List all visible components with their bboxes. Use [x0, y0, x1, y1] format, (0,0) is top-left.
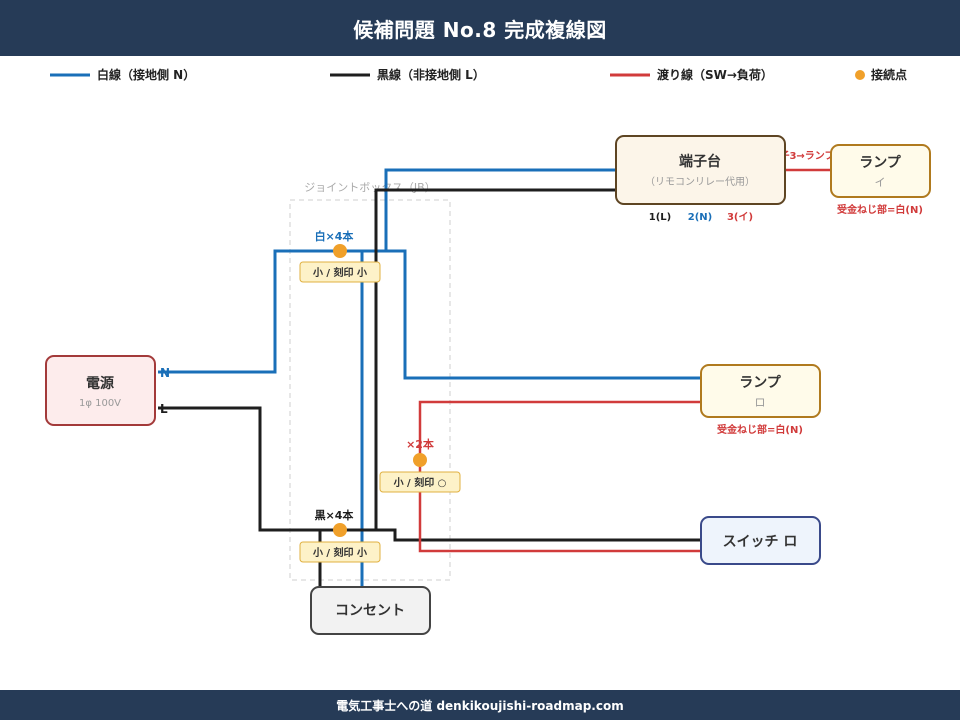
power-source-title: 電源 [86, 375, 114, 392]
black-wires [158, 188, 701, 620]
black-wire-switch [340, 528, 701, 542]
legend-red-label: 渡り線（SW→負荷） [657, 67, 773, 82]
outlet [310, 586, 431, 635]
red-wires [418, 168, 831, 553]
lamp-i [830, 144, 931, 198]
red-connection-dot [413, 453, 427, 467]
terminal-title: 端子台 [679, 153, 721, 170]
white-sleeve-badge [299, 261, 381, 283]
terminal-block [615, 135, 786, 205]
lamp-ro-title: ランプ [739, 375, 782, 391]
red-sleeve-label: 小 / 刻印 ○ [393, 476, 447, 489]
white-connection-count: 白×4本 [315, 229, 354, 243]
switch-ro-title: スイッチ ロ [723, 534, 798, 550]
lamp-i-title: ランプ [859, 155, 902, 171]
black-connection-count: 黒×4本 [315, 508, 354, 522]
white-wire-power [158, 249, 340, 374]
legend-black-label: 黒線（非接地側 L） [377, 67, 485, 82]
red-sleeve-badge [379, 471, 461, 493]
footer: 電気工事士への道 denkikoujishi-roadmap.com [0, 690, 960, 720]
red-wire-lamp-ro [418, 400, 701, 460]
lamp-i-sub: イ [875, 176, 886, 189]
black-sleeve-badge [299, 541, 381, 563]
power-n-label: N [160, 366, 170, 380]
black-wire-power [158, 406, 340, 532]
lamp-ro-note: 受金ねじ部=白(N) [717, 423, 803, 436]
legend-dot-icon [855, 70, 865, 80]
wire-note: 端子3→ランプイ [769, 149, 844, 162]
page-title: 候補問題 No.8 完成複線図 [0, 0, 960, 56]
power-l-label: L [160, 402, 168, 416]
white-wire-lamp-ro [340, 249, 701, 380]
power-source [45, 355, 156, 426]
lamp-ro [700, 364, 821, 418]
red-connection-count: ×2本 [406, 437, 434, 451]
white-connection-dot [333, 244, 347, 258]
white-sleeve-label: 小 / 刻印 小 [312, 266, 367, 279]
black-connection-dot [333, 523, 347, 537]
red-wire-switch [418, 460, 701, 553]
terminal-1-label: 1(L) [649, 212, 671, 223]
terminal-2-label: 2(N) [688, 212, 712, 223]
power-source-sub: 1φ 100V [79, 398, 121, 409]
lamp-ro-sub: ロ [755, 396, 766, 409]
lamp-i-note: 受金ねじ部=白(N) [837, 203, 923, 216]
junction-box-label: ジョイントボックス（JB） [304, 181, 435, 194]
junction-box [289, 199, 451, 581]
terminal-3-label: 3(イ) [727, 211, 753, 223]
terminal-sub: （リモコンリレー代用） [645, 176, 755, 188]
outlet-title: コンセント [335, 603, 405, 619]
legend: 白線（接地側 N） 黒線（非接地側 L） 渡り線（SW→負荷） 接続点 [50, 67, 907, 82]
legend-white-label: 白線（接地側 N） [97, 67, 195, 82]
switch-ro [700, 516, 821, 565]
black-sleeve-label: 小 / 刻印 小 [312, 546, 367, 559]
legend-dot-label: 接続点 [871, 67, 907, 82]
